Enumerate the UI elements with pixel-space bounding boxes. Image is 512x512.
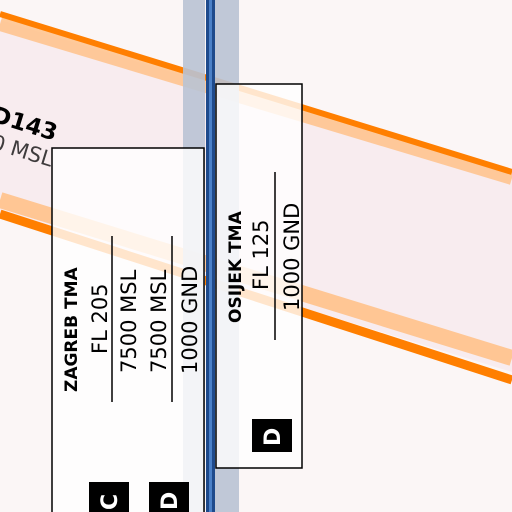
class-badge bbox=[149, 482, 189, 512]
border-line-highlight bbox=[209, 0, 212, 512]
airspace-label-box bbox=[51, 147, 205, 512]
class-badge-label: D bbox=[158, 492, 183, 510]
class-badge-label: C bbox=[98, 494, 123, 510]
airspace-limit: 7500 MSL bbox=[147, 269, 171, 373]
airspace-lower-limit: 1000 GND bbox=[280, 203, 304, 311]
airspace-label-osijek-tma[interactable]: OSIJEK TMA FL 125 1000 GND D bbox=[215, 83, 304, 469]
class-badge-label: D bbox=[261, 428, 286, 446]
airspace-name: OSIJEK TMA bbox=[226, 210, 246, 323]
airspace-upper-limit: FL 125 bbox=[249, 219, 273, 290]
airspace-upper-limit: FL 205 bbox=[88, 283, 112, 354]
class-badge bbox=[89, 482, 129, 512]
class-badge bbox=[252, 419, 292, 452]
airspace-lower-limit: 1000 GND bbox=[178, 266, 202, 374]
airspace-name: ZAGREB TMA bbox=[62, 266, 82, 392]
airspace-label-zagreb-tma[interactable]: ZAGREB TMA FL 205 7500 MSL 7500 MSL 1000… bbox=[51, 147, 205, 512]
airspace-label-box bbox=[215, 83, 303, 469]
airspace-limit: 7500 MSL bbox=[117, 269, 141, 373]
